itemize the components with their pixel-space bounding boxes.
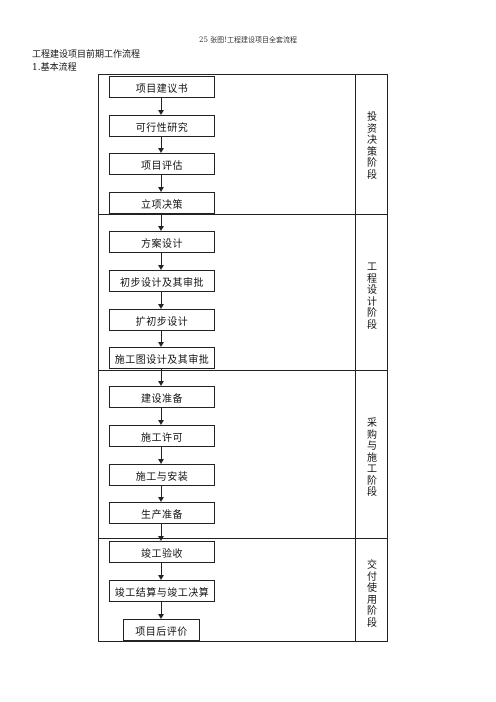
step-box-project-evaluation: 项目评估 — [109, 153, 215, 175]
step-box-construction-permit: 施工许可 — [109, 425, 215, 447]
document-title: 25 张图!工程建设项目全套流程 — [199, 36, 297, 44]
stage-divider — [98, 214, 388, 215]
step-box-construction-installation: 施工与安装 — [109, 464, 215, 486]
stage-label-engineering-design: 工程设计阶段 — [367, 262, 377, 331]
step-box-production-preparation: 生产准备 — [109, 502, 215, 524]
section-title: 工程建设项目前期工作流程 — [32, 50, 141, 60]
step-box-final-settlement: 竣工结算与竣工决算 — [109, 580, 215, 602]
stage-label-procurement-construction: 采购与施工阶段 — [367, 418, 377, 498]
stage-divider — [98, 538, 388, 539]
stage-label-investment-decision: 投资决策阶段 — [367, 112, 377, 181]
step-box-preliminary-design: 初步设计及其审批 — [109, 270, 215, 292]
stage-column-divider — [355, 74, 356, 642]
step-box-extended-design: 扩初步设计 — [109, 309, 215, 331]
stage-divider — [98, 370, 388, 371]
step-box-completion-acceptance: 竣工验收 — [109, 541, 215, 563]
step-box-project-proposal: 项目建议书 — [109, 76, 215, 98]
step-box-approval-decision: 立项决策 — [109, 192, 215, 214]
step-box-construction-drawing: 施工图设计及其审批 — [109, 347, 215, 369]
sub-title: 1.基本流程 — [32, 63, 77, 73]
step-box-feasibility-study: 可行性研究 — [109, 115, 215, 137]
flowchart-frame — [98, 74, 388, 642]
step-box-scheme-design: 方案设计 — [109, 231, 215, 253]
stage-label-delivery-use: 交付使用阶段 — [367, 560, 377, 629]
step-box-post-evaluation: 项目后评价 — [123, 619, 200, 641]
step-box-construction-preparation: 建设准备 — [109, 386, 215, 408]
